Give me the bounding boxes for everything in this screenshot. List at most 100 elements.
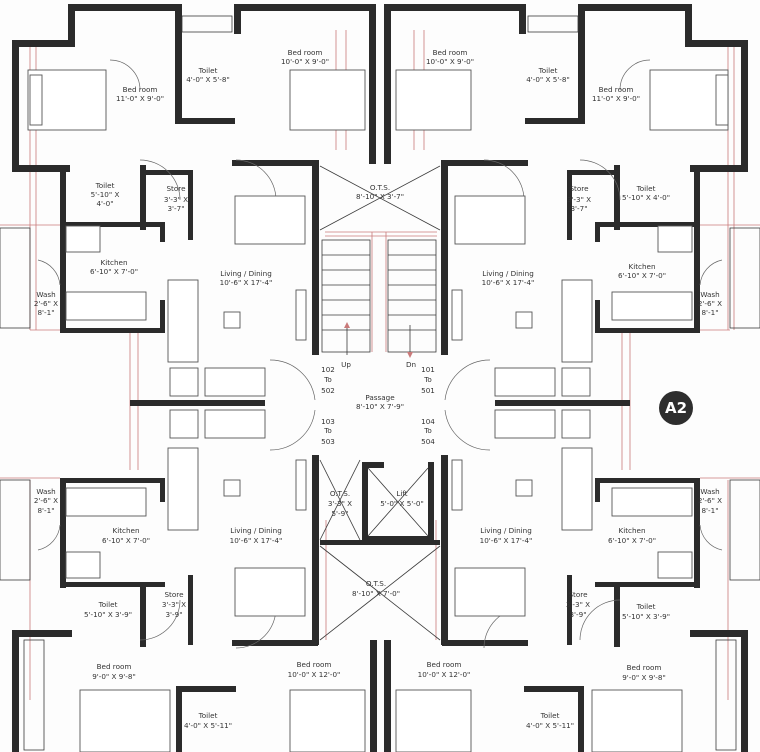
wash-r2-dim2: 8'-1" xyxy=(701,506,718,515)
toilet-tl-dim: 4'-0" X 5'-8" xyxy=(186,75,230,84)
bed-bc2-name: Bed room xyxy=(427,660,462,669)
wash-l1-dim1: 2'-6" X xyxy=(34,299,58,308)
toilet-r2-name: Toilet xyxy=(636,602,656,611)
staircase xyxy=(321,239,437,358)
ots-top-dim: 8'-10" X 3'-7" xyxy=(356,192,404,201)
wash-r1-dim2: 8'-1" xyxy=(701,308,718,317)
toilet-r1-name: Toilet xyxy=(636,184,656,193)
store-r2-dim2: 3'-9" xyxy=(569,610,586,619)
walls xyxy=(12,4,748,752)
unit-103-to: To xyxy=(323,426,332,435)
toilet-l1-name: Toilet xyxy=(95,181,115,190)
toilet-bl-dim: 4'-0" X 5'-11" xyxy=(184,721,232,730)
toilet-l1-dim1: 5'-10" X xyxy=(91,190,120,199)
toilet-tr-dim: 4'-0" X 5'-8" xyxy=(526,75,570,84)
tv-units xyxy=(295,289,463,511)
beds xyxy=(27,69,729,752)
wash-r2-name: Wash xyxy=(700,487,719,496)
store-r2-dim1: 3'-3" X xyxy=(566,600,590,609)
bed-tc2-dim: 10'-0" X 9'-0" xyxy=(426,57,474,66)
living-l1-dim: 10'-6" X 17'-4" xyxy=(220,278,273,287)
wash-l1-name: Wash xyxy=(36,290,55,299)
passage-name: Passage xyxy=(365,393,395,402)
room-labels: Bed room 11'-0" X 9'-0" Toilet 4'-0" X 5… xyxy=(34,48,722,730)
lift-name: Lift xyxy=(396,489,407,498)
bed-tr-name: Bed room xyxy=(599,85,634,94)
bed-tc2-name: Bed room xyxy=(433,48,468,57)
wash-r1-dim1: 2'-6" X xyxy=(698,299,722,308)
store-l2-dim1: 3'-3" X xyxy=(162,600,186,609)
toilet-r1-dim: 5'-10" X 4'-0" xyxy=(622,193,670,202)
stair-up: Up xyxy=(341,360,351,369)
living-l2-dim: 10'-6" X 17'-4" xyxy=(230,536,283,545)
bed-bc1-dim: 10'-0" X 12'-0" xyxy=(288,670,341,679)
ots-shafts xyxy=(319,165,441,641)
living-r2-dim: 10'-6" X 17'-4" xyxy=(480,536,533,545)
bed-br-dim: 9'-0" X 9'-8" xyxy=(622,673,666,682)
unit-502: 502 xyxy=(321,386,335,395)
store-r1-dim1: 3'-3" X xyxy=(567,195,591,204)
store-r1-dim2: 3'-7" xyxy=(570,204,587,213)
store-r1-name: Store xyxy=(570,184,590,193)
windows xyxy=(0,15,760,751)
block-badge-label: A2 xyxy=(665,399,687,417)
ots-mid-dim2: 5'-9" xyxy=(331,509,348,518)
toilet-l2-name: Toilet xyxy=(98,600,118,609)
ots-top-name: O.T.S. xyxy=(370,183,390,192)
unit-103: 103 xyxy=(321,417,335,426)
bed-bc1-name: Bed room xyxy=(297,660,332,669)
door-swings xyxy=(37,59,723,649)
unit-102: 102 xyxy=(321,365,335,374)
kitchen-r1-name: Kitchen xyxy=(628,262,655,271)
sofas xyxy=(167,279,593,531)
toilet-tl-name: Toilet xyxy=(198,66,218,75)
store-l1-dim1: 3'-3" X xyxy=(164,195,188,204)
bed-tc1-name: Bed room xyxy=(288,48,323,57)
kitchen-r2-name: Kitchen xyxy=(618,526,645,535)
dining-tables xyxy=(234,195,526,617)
wash-l2-name: Wash xyxy=(36,487,55,496)
bed-bl-name: Bed room xyxy=(97,662,132,671)
bed-tr-dim: 11'-0" X 9'-0" xyxy=(592,94,640,103)
kitchen-r1-dim: 6'-10" X 7'-0" xyxy=(618,271,666,280)
unit-504: 504 xyxy=(421,437,435,446)
kitchen-l1-dim: 6'-10" X 7'-0" xyxy=(90,267,138,276)
ots-mid-name: O.T.S. xyxy=(330,489,350,498)
unit-104-to: To xyxy=(423,426,432,435)
wash-l2-dim1: 2'-6" X xyxy=(34,496,58,505)
bed-bl-dim: 9'-0" X 9'-8" xyxy=(92,672,136,681)
kitchen-l1-name: Kitchen xyxy=(100,258,127,267)
unit-101-to: To xyxy=(423,375,432,384)
kitchen-l2-dim: 6'-10" X 7'-0" xyxy=(102,536,150,545)
stair-dn: Dn xyxy=(406,360,416,369)
living-r1-dim: 10'-6" X 17'-4" xyxy=(482,278,535,287)
unit-102-to: To xyxy=(323,375,332,384)
kitchen-r2-dim: 6'-10" X 7'-0" xyxy=(608,536,656,545)
bed-bc2-dim: 10'-0" X 12'-0" xyxy=(418,670,471,679)
toilet-l1-dim2: 4'-0" xyxy=(96,199,113,208)
unit-503: 503 xyxy=(321,437,335,446)
wash-l2-dim2: 8'-1" xyxy=(37,506,54,515)
store-l2-dim2: 3'-9" xyxy=(165,610,182,619)
unit-501: 501 xyxy=(421,386,435,395)
store-l2-name: Store xyxy=(165,590,185,599)
toilet-br-name: Toilet xyxy=(540,711,560,720)
kitchen-l2-name: Kitchen xyxy=(112,526,139,535)
living-l1-name: Living / Dining xyxy=(220,269,272,278)
wash-r2-dim1: 2'-6" X xyxy=(698,496,722,505)
block-badge: A2 xyxy=(659,391,693,425)
toilet-l2-dim: 5'-10" X 3'-9" xyxy=(84,610,132,619)
store-r2-name: Store xyxy=(569,590,589,599)
kitchen-counters xyxy=(65,225,693,579)
wash-r1-name: Wash xyxy=(700,290,719,299)
store-l1-name: Store xyxy=(167,184,187,193)
bed-br-name: Bed room xyxy=(627,663,662,672)
lift-dim: 5'-0" X 5'-0" xyxy=(380,499,424,508)
unit-101: 101 xyxy=(421,365,435,374)
ots-bot-dim: 8'-10" X 7'-0" xyxy=(352,589,400,598)
bed-tl-dim: 11'-0" X 9'-0" xyxy=(116,94,164,103)
toilet-br-dim: 4'-0" X 5'-11" xyxy=(526,721,574,730)
wash-l1-dim2: 8'-1" xyxy=(37,308,54,317)
